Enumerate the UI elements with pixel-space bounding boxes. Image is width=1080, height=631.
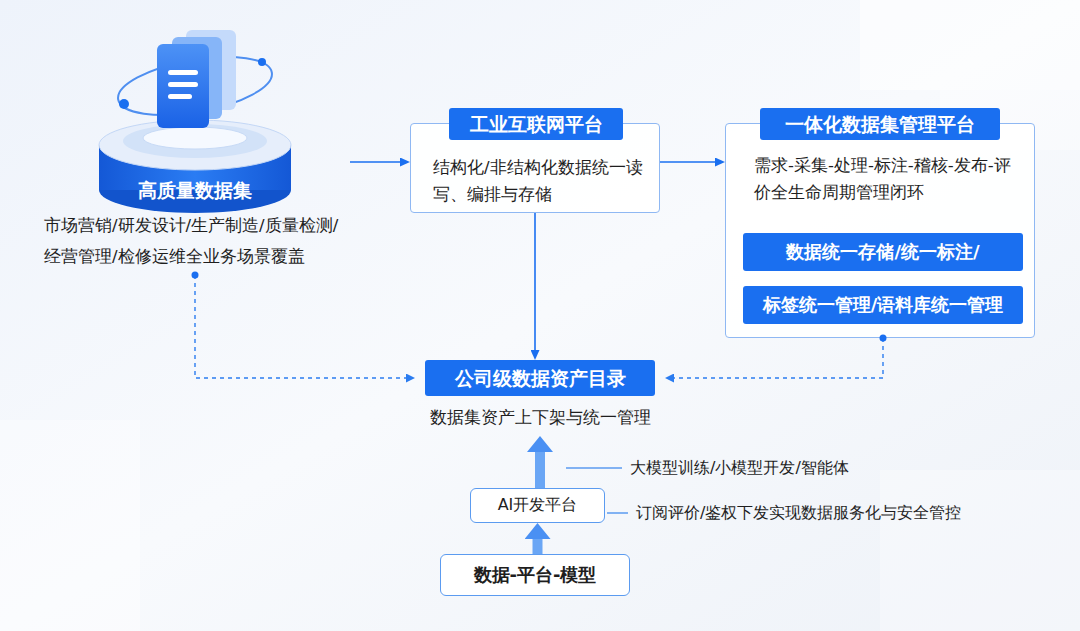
node-heading: 标签统一管理/语料库统一管理 <box>743 286 1023 324</box>
node-heading: AI开发平台 <box>471 489 604 521</box>
process-box: 数据-平台-模型 <box>440 554 630 596</box>
node-heading: 数据-平台-模型 <box>441 555 629 594</box>
solid-connector <box>350 161 400 163</box>
platform-box: 工业互联网平台结构化/非结构化数据统一读写、编排与存储 <box>410 123 660 213</box>
node-heading: 数据统一存储/统一标注/ <box>743 233 1023 271</box>
feature-bar: 数据统一存储/统一标注/ <box>743 233 1023 271</box>
leader-line <box>566 467 622 469</box>
bg-panel <box>880 470 1080 631</box>
solid-connector <box>660 161 715 163</box>
big-connector <box>535 452 545 488</box>
disk-ring <box>143 127 247 149</box>
annotation-label: 大模型训练/小模型开发/智能体 <box>630 456 849 480</box>
bg-panel <box>860 0 1080 90</box>
solid-connector <box>534 213 536 350</box>
node-heading: 公司级数据资产目录 <box>425 360 655 396</box>
feature-bar: 标签统一管理/语料库统一管理 <box>743 286 1023 324</box>
process-box: AI开发平台 <box>470 488 605 523</box>
platform-box: 一体化数据集管理平台需求-采集-处理-标注-稽核-发布-评价全生命周期管理闭环数… <box>725 123 1035 338</box>
leader-line <box>607 512 628 514</box>
doc-line <box>168 94 192 99</box>
annotation-label: 订阅评价/鉴权下发实现数据服务化与安全管控 <box>636 501 961 525</box>
doc-line <box>168 70 198 75</box>
big-connector <box>533 539 543 554</box>
node-heading: 工业互联网平台 <box>449 108 623 140</box>
bg-panel <box>0 420 140 631</box>
node-body: 市场营销/研发设计/生产制造/质量检测/经营管理/检修运维全业务场景覆盖 <box>44 210 348 272</box>
doc-sheet <box>157 44 209 128</box>
dash-connector <box>195 275 406 378</box>
dash-connector <box>674 338 883 378</box>
orbit-dot <box>119 99 129 109</box>
node-body: 结构化/非结构化数据统一读写、编排与存储 <box>433 154 645 208</box>
disk-ring <box>123 124 267 158</box>
orbit-dot <box>258 58 266 66</box>
dataset-node: 高质量数据集市场营销/研发设计/生产制造/质量检测/经营管理/检修运维全业务场景… <box>40 25 350 275</box>
node-heading: 一体化数据集管理平台 <box>760 108 1000 140</box>
node-body: 需求-采集-处理-标注-稽核-发布-评价全生命周期管理闭环 <box>754 152 1016 206</box>
doc-line <box>168 82 198 87</box>
catalog-node: 公司级数据资产目录数据集资产上下架与统一管理 <box>415 360 665 436</box>
node-body: 数据集资产上下架与统一管理 <box>415 404 665 431</box>
node-heading: 高质量数据集 <box>40 177 350 203</box>
